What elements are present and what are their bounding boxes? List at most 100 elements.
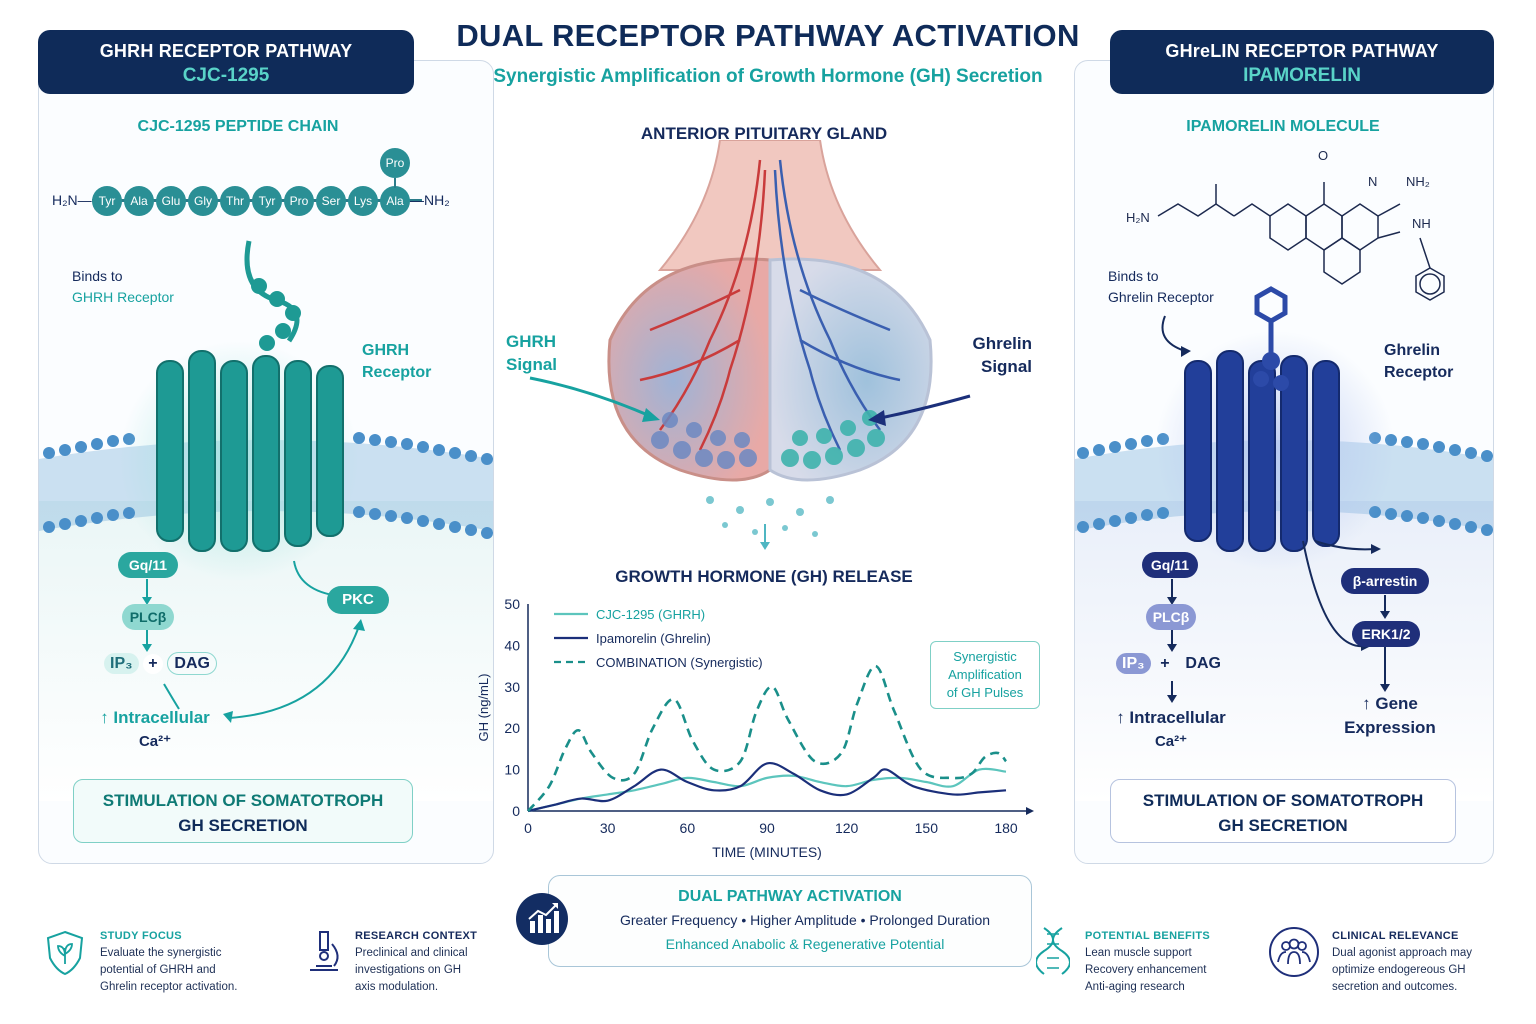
chart-y-tick-label: 10 — [504, 762, 520, 778]
synergy-callout-box: Synergistic Amplification of GH Pulses — [930, 641, 1040, 709]
ghrh-panel-header: GHRH RECEPTOR PATHWAY CJC-1295 — [38, 30, 414, 94]
gland-title: ANTERIOR PITUITARY GLAND — [640, 124, 888, 143]
chart-x-tick-label: 30 — [600, 820, 616, 836]
chart-y-axis-label: GH (ng/mL) — [476, 674, 491, 742]
chart-up-icon — [516, 893, 568, 945]
ghrelin-gq11-node: Gq/11 — [1142, 552, 1198, 578]
ghrelin-panel-header: GHreLIN RECEPTOR PATHWAY IPAMORELIN — [1110, 30, 1494, 94]
page-title: DUAL RECEPTOR PATHWAY ACTIVATION — [456, 18, 1080, 53]
erk12-node: ERK1/2 — [1352, 621, 1420, 647]
ghrelin-receptor-illustration — [1075, 286, 1493, 801]
ghrelin-receptor-helices — [1184, 350, 1340, 552]
chain-n-terminus: H₂N— — [52, 192, 92, 208]
footer-clinical-relevance-title: CLINICAL RELEVANCE — [1332, 930, 1459, 942]
dual-pathway-potential: Enhanced Anabolic & Regenerative Potenti… — [665, 936, 945, 952]
ghrh-receptor-illustration — [39, 240, 493, 801]
chart-x-tick-label: 180 — [994, 820, 1018, 836]
chain-residue: Pro — [284, 186, 314, 216]
chart-x-tick-label: 120 — [835, 820, 859, 836]
chart-legend-label: Ipamorelin (Ghrelin) — [596, 631, 711, 646]
ghrelin-panel-compound: IPAMORELIN — [1243, 65, 1361, 86]
chain-residue: Thr — [220, 186, 250, 216]
chart-series-line-1 — [527, 767, 1007, 813]
chain-residue: Tyr — [252, 186, 282, 216]
chart-x-axis-arrow — [1026, 807, 1034, 815]
chart-legend: CJC-1295 (GHRH) Ipamorelin (Ghrelin) COMBI… — [554, 607, 763, 670]
footer-research-context-title: RESEARCH CONTEXT — [355, 930, 478, 942]
pkc-node: PKC — [327, 586, 389, 614]
chain-residue: Lys — [348, 186, 378, 216]
ghrh-receptor-helices — [156, 350, 344, 552]
microscope-icon — [302, 928, 344, 981]
chart-y-tick-label: 40 — [504, 637, 520, 653]
ghrelin-outcome-box: STIMULATION OF SOMATOTROPH GH SECRETION — [1110, 779, 1456, 843]
ghrelin-binds-label: Binds to Ghrelin Receptor — [1108, 268, 1214, 305]
ghrh-ip3-dag: IP₃ + DAG — [104, 652, 217, 675]
chart-x-tick-label: 150 — [915, 820, 939, 836]
ghrh-receptor-label: GHRH Receptor — [362, 342, 432, 381]
chart-y-tick-label: 0 — [512, 803, 520, 819]
ghrh-outcome-box: STIMULATION OF SOMATOTROPH GH SECRETION — [73, 779, 413, 843]
ghrh-plcb-node: PLCβ — [122, 604, 174, 630]
chart-x-tick-label: 60 — [680, 820, 696, 836]
shield-leaf-icon — [44, 930, 86, 981]
people-group-icon — [1268, 926, 1320, 983]
ipamorelin-structure: H₂N O N NH₂ NH — [1126, 148, 1445, 301]
ghrh-calcium-label: ↑ Intracellular Ca²⁺ — [100, 708, 210, 750]
ghrelin-receptor-label: Ghrelin Receptor — [1384, 342, 1454, 381]
dual-pathway-title: DUAL PATHWAY ACTIVATION — [678, 888, 902, 905]
chart-legend-label: COMBINATION (Synergistic) — [596, 655, 763, 670]
page-subtitle: Synergistic Amplification of Growth Horm… — [493, 66, 1043, 87]
ghrelin-pathway-panel — [1074, 60, 1494, 864]
gene-expression-label: ↑ Gene Expression — [1344, 694, 1436, 737]
peptide-chain-title: CJC-1295 PEPTIDE CHAIN — [137, 118, 339, 135]
chart-legend-label: CJC-1295 (GHRH) — [596, 607, 705, 622]
ghrelin-plcb-node: PLCβ — [1146, 604, 1196, 630]
gh-release-title: GROWTH HORMONE (GH) RELEASE — [615, 567, 913, 586]
footer-potential-benefits-title: POTENTIAL BENEFITS — [1085, 930, 1210, 942]
mol-h2n-label: H₂N — [1126, 210, 1150, 225]
ghrh-signal-label: GHRH Signal — [506, 332, 558, 374]
chart-series-line-2 — [527, 761, 1007, 813]
ghrelin-ip3-dag: IP₃ + DAG — [1116, 653, 1227, 674]
chart-x-tick-label: 90 — [759, 820, 775, 836]
dual-pathway-benefits: Greater Frequency • Higher Amplitude • P… — [619, 912, 991, 928]
dna-icon — [1035, 926, 1071, 981]
signal-arrows — [529, 376, 971, 426]
chain-residue: Tyr — [92, 186, 122, 216]
footer-study-focus-title: STUDY FOCUS — [100, 930, 182, 942]
chain-branch-residue: Pro — [380, 148, 410, 178]
chain-residue: Glu — [156, 186, 186, 216]
mol-o-label: O — [1318, 148, 1328, 163]
ghrelin-calcium-label: ↑ Intracellular Ca²⁺ — [1116, 708, 1226, 750]
ghrh-panel-compound: CJC-1295 — [182, 65, 270, 86]
chain-c-terminus: —NH₂ — [410, 192, 450, 208]
peptide-chain: H₂N— Tyr Ala Glu Gly Thr Tyr Pro Ser Lys… — [52, 184, 452, 216]
ghrelin-panel-title: GHreLIN RECEPTOR PATHWAY — [1165, 41, 1439, 61]
mol-nh2-label: NH₂ — [1406, 174, 1430, 189]
dual-pathway-box: DUAL PATHWAY ACTIVATION Greater Frequenc… — [548, 875, 1032, 967]
chain-residue: Ser — [316, 186, 346, 216]
ghrelin-signal-label: Ghrelin Signal — [972, 334, 1032, 376]
ghrh-panel-title: GHRH RECEPTOR PATHWAY — [99, 41, 353, 61]
ghrh-binds-label: Binds to GHRH Receptor — [72, 268, 174, 305]
chain-residue: Ala — [380, 186, 410, 216]
ipamorelin-molecule-title: IPAMORELIN MOLECULE — [1186, 118, 1380, 135]
beta-arrestin-node: β-arrestin — [1341, 568, 1429, 594]
chart-y-tick-label: 20 — [504, 720, 520, 736]
mol-n-label: N — [1368, 174, 1377, 189]
chain-residue: Ala — [124, 186, 154, 216]
chart-series-line-3 — [527, 664, 1008, 812]
chart-y-tick-label: 50 — [504, 596, 520, 612]
ghrh-gq11-node: Gq/11 — [118, 552, 178, 578]
chart-y-tick-label: 30 — [504, 679, 520, 695]
chain-residue: Gly — [188, 186, 218, 216]
pituitary-gland-illustration — [607, 140, 933, 550]
chart-x-tick-label: 0 — [524, 820, 532, 836]
mol-nh-label: NH — [1412, 216, 1431, 231]
